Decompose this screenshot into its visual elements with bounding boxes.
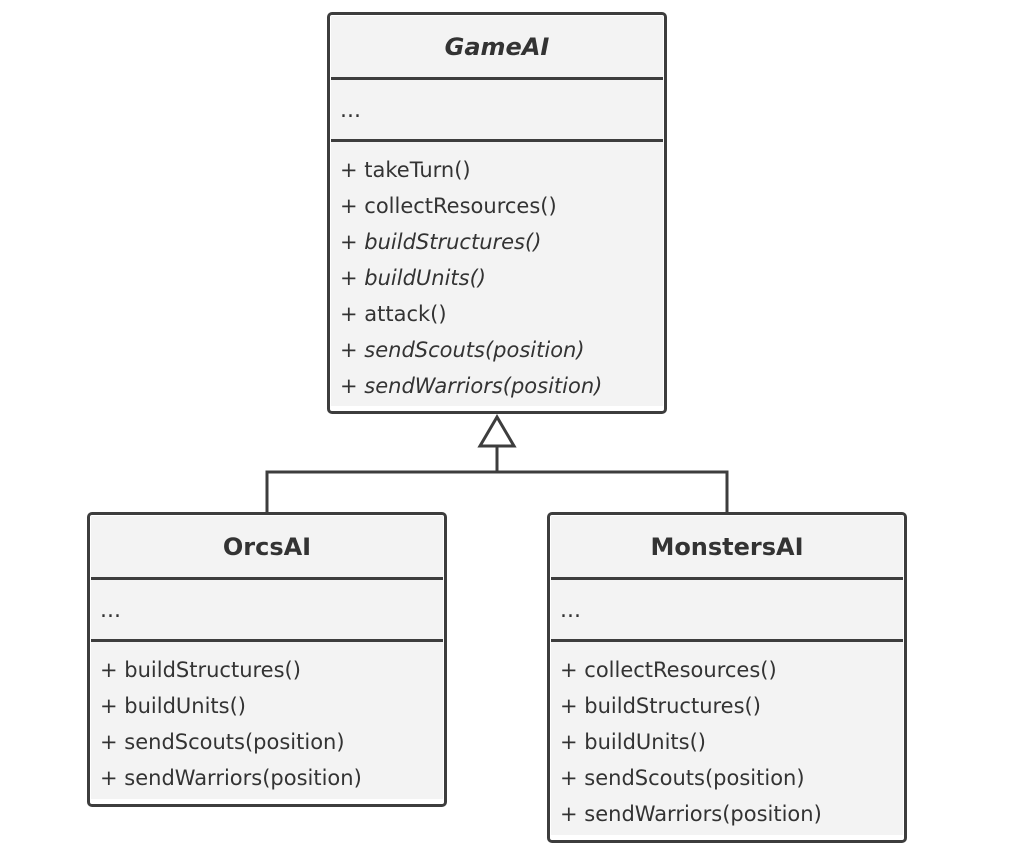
method-build-structures: + buildStructures() — [560, 694, 761, 718]
method-send-scouts-abstract: + sendScouts(position) — [340, 338, 585, 362]
class-name-orcs-ai: OrcsAI — [91, 516, 443, 577]
methods-game-ai: + takeTurn() + collectResources() + buil… — [331, 139, 663, 406]
fields-game-ai: ... — [331, 77, 663, 139]
methods-orcs-ai: + buildStructures() + buildUnits() + sen… — [91, 639, 443, 799]
fields-monsters-ai: ... — [551, 577, 903, 639]
class-name-monsters-ai: MonstersAI — [551, 516, 903, 577]
class-monsters-ai[interactable]: MonstersAI ... + collectResources() + bu… — [547, 512, 907, 843]
method-collect-resources: + collectResources() — [560, 658, 777, 682]
generalization-arrowhead — [477, 414, 517, 448]
orcs-ai-generalization-line — [265, 446, 499, 512]
method-send-scouts: + sendScouts(position) — [100, 730, 345, 754]
class-game-ai[interactable]: GameAI ... + takeTurn() + collectResourc… — [327, 12, 667, 414]
method-send-scouts: + sendScouts(position) — [560, 766, 805, 790]
method-build-units: + buildUnits() — [100, 694, 246, 718]
method-attack: + attack() — [340, 302, 447, 326]
method-build-structures: + buildStructures() — [100, 658, 301, 682]
methods-monsters-ai: + collectResources() + buildStructures()… — [551, 639, 903, 835]
method-send-warriors-abstract: + sendWarriors(position) — [340, 374, 603, 398]
method-build-units-abstract: + buildUnits() — [340, 266, 486, 290]
method-collect-resources: + collectResources() — [340, 194, 557, 218]
method-build-units: + buildUnits() — [560, 730, 706, 754]
class-orcs-ai[interactable]: OrcsAI ... + buildStructures() + buildUn… — [87, 512, 447, 807]
method-send-warriors: + sendWarriors(position) — [560, 802, 822, 826]
method-build-structures-abstract: + buildStructures() — [340, 230, 542, 254]
class-name-game-ai: GameAI — [331, 16, 663, 77]
fields-orcs-ai: ... — [91, 577, 443, 639]
monsters-ai-generalization-line — [497, 470, 729, 512]
method-take-turn: + takeTurn() — [340, 158, 471, 182]
method-send-warriors: + sendWarriors(position) — [100, 766, 362, 790]
